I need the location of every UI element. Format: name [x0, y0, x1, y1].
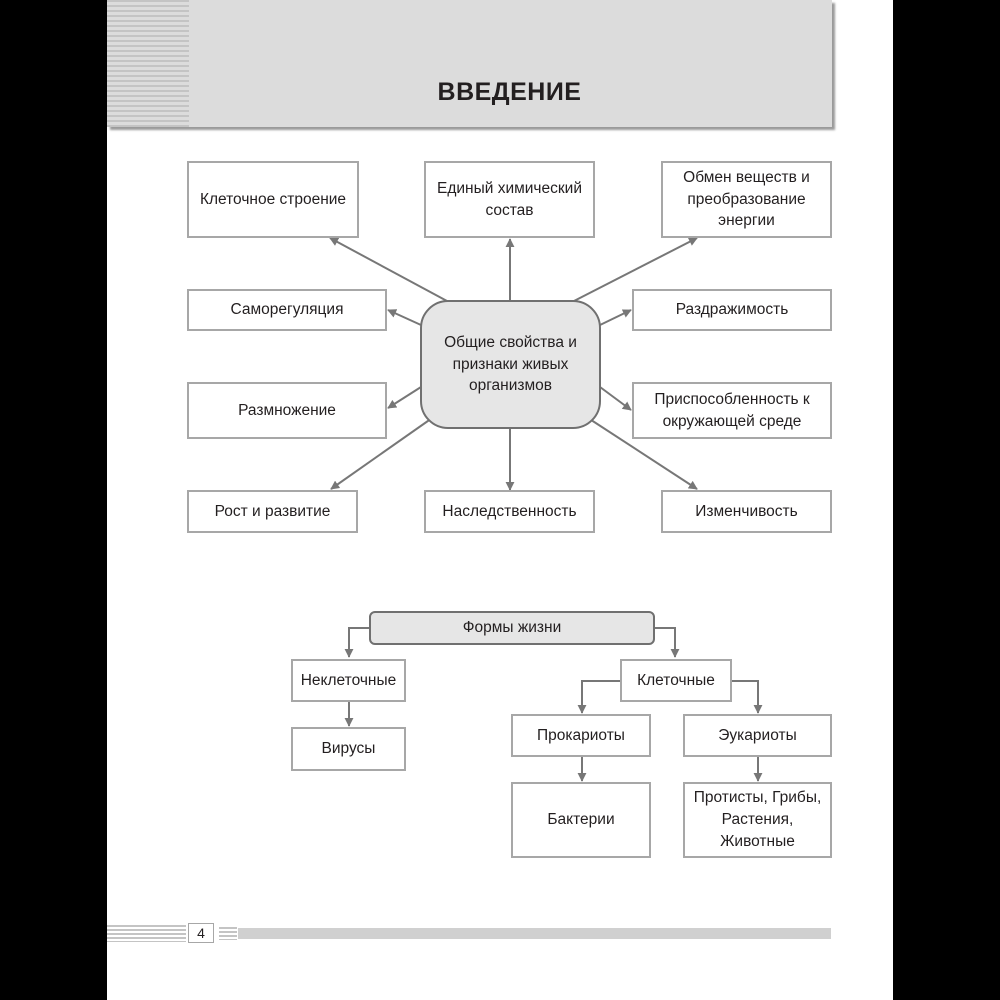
node-metabolism: Обмен веществ и преобразование энергии [661, 161, 832, 238]
arrow-to-adaptation [599, 386, 632, 411]
header-band [107, 0, 832, 127]
footer-stripes-small [219, 927, 237, 940]
page-number: 4 [188, 923, 214, 943]
node-reproduction: Размножение [187, 382, 387, 439]
node-adaptation: Приспособленность к окружающей среде [632, 382, 832, 439]
diagram-connectors [329, 237, 763, 782]
page-title: ВВЕДЕНИЕ [437, 78, 582, 106]
arrow-to-irritability [599, 309, 632, 326]
node-bacteria: Бактерии [511, 782, 651, 858]
page: ВВЕДЕНИЕ [107, 0, 893, 1000]
arrow-to-prokaryotes [577, 680, 620, 714]
node-self-regulation: Саморегуляция [187, 289, 387, 331]
node-viruses: Вирусы [291, 727, 406, 771]
node-cell-structure: Клеточное строение [187, 161, 359, 238]
node-cellular: Клеточные [620, 659, 732, 702]
node-non-cellular: Неклеточные [291, 659, 406, 702]
header-stripes [107, 0, 189, 127]
node-center-general-properties: Общие свойства и признаки живых организм… [420, 300, 601, 429]
node-growth: Рост и развитие [187, 490, 358, 533]
node-irritability: Раздражимость [632, 289, 832, 331]
node-heredity: Наследственность [424, 490, 595, 533]
arrow-to-variability [584, 415, 698, 490]
arrow-to-self-regulation [387, 309, 422, 326]
node-life-forms: Формы жизни [369, 611, 655, 645]
arrow-to-reproduction [387, 386, 422, 409]
node-variability: Изменчивость [661, 490, 832, 533]
arrow-to-growth [330, 415, 436, 490]
footer-bar [238, 928, 831, 939]
arrow-to-metabolism [573, 237, 698, 302]
node-eukaryotes: Эукариоты [683, 714, 832, 757]
arrow-to-cell-structure [329, 237, 448, 302]
node-prokaryotes: Прокариоты [511, 714, 651, 757]
node-chemical-composition: Единый химический состав [424, 161, 595, 238]
arrow-to-eukaryotes [731, 680, 763, 714]
arrow-to-cellular [655, 627, 680, 658]
arrow-to-non-cellular [344, 627, 369, 658]
node-eukaryote-groups: Протисты, Грибы, Растения, Животные [683, 782, 832, 858]
footer-stripes [107, 925, 186, 942]
